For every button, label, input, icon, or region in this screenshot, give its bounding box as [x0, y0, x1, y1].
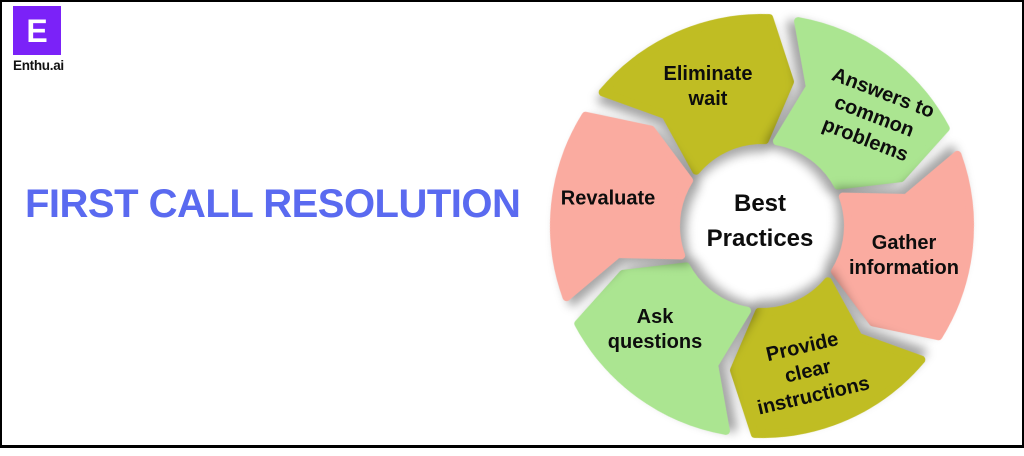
- segment-label-ask-questions: Ask questions: [607, 306, 703, 353]
- cycle-segment-shape-ask-questions: [574, 262, 752, 435]
- enthu-logo: E Enthu.ai: [13, 6, 64, 73]
- cycle-segment-shape-eliminate-wait: [598, 14, 795, 175]
- segment-label-revaluate: Revaluate: [560, 187, 656, 210]
- page-title: FIRST CALL RESOLUTION: [25, 182, 521, 226]
- segment-label-eliminate-wait: Eliminate wait: [663, 63, 753, 110]
- cycle-segment-shape-provide-instructions: [729, 277, 926, 438]
- cycle-segment-shape-gather-information: [830, 150, 974, 341]
- cycle-segment-shape-answers: [772, 17, 950, 190]
- brand-name: Enthu.ai: [13, 58, 64, 73]
- segment-label-gather-information: Gather information: [849, 232, 959, 279]
- best-practices-cycle-diagram: Eliminate wait Answers to common problem…: [532, 0, 992, 456]
- enthu-logo-letter: E: [26, 12, 48, 49]
- cycle-center-label: Best Practices: [706, 190, 814, 252]
- cycle-segment-shape-revaluate: [550, 111, 694, 302]
- cycle-arrows-graphic: [550, 14, 974, 438]
- enthu-logo-square: E: [13, 6, 61, 55]
